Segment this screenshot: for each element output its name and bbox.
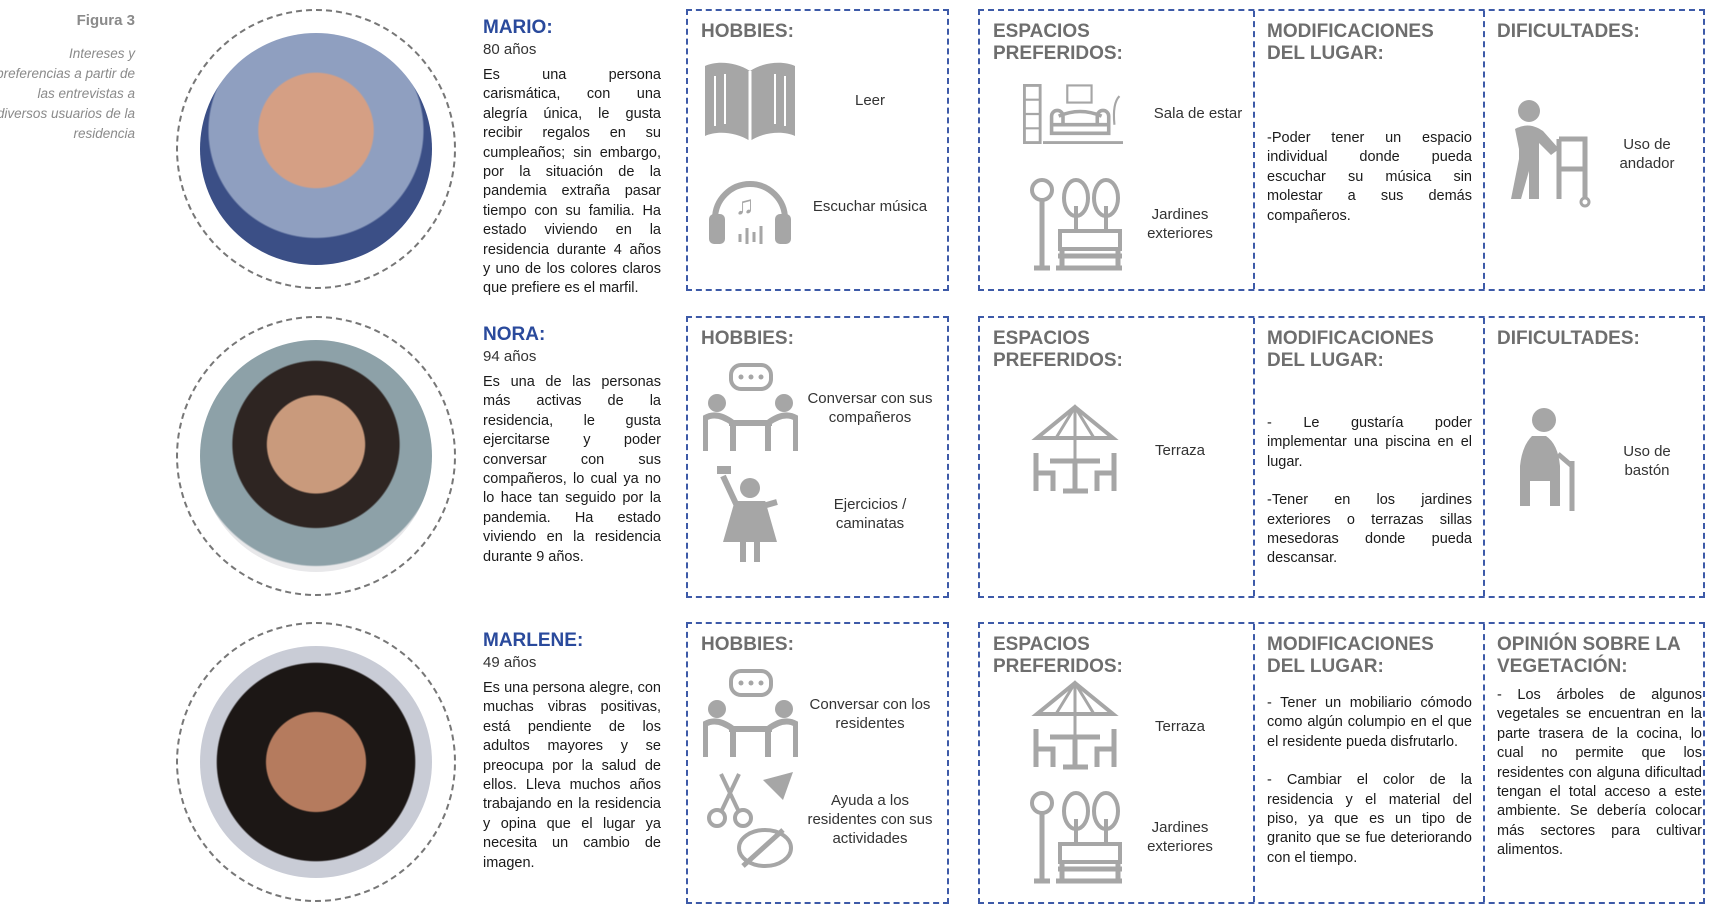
hobby-label: Ejercicios / caminatas	[833, 495, 907, 532]
details-panel: ESPACIOS PREFERIDOS: MODIFICACIONES DEL …	[978, 622, 1705, 904]
difficulty-item: Uso de bastón	[1502, 407, 1692, 511]
modifications-text: - Le gustaría poder implementar una pisc…	[1267, 414, 1472, 588]
photo-frame	[176, 316, 456, 596]
crafts-icon	[700, 771, 800, 868]
book-icon	[700, 53, 800, 148]
modification-item: -Tener en los jardines exteriores o terr…	[1267, 492, 1472, 567]
difficulties-heading: DIFICULTADES:	[1497, 328, 1640, 349]
difficulty-label: Uso de andador	[1619, 135, 1675, 172]
resident-age: 80 años	[483, 41, 537, 58]
space-label: Jardines exteriores	[1147, 818, 1213, 855]
spaces-heading: ESPACIOS PREFERIDOS:	[993, 634, 1123, 677]
resident-age: 49 años	[483, 654, 537, 671]
modifications-heading: MODIFICACIONES DEL LUGAR:	[1267, 328, 1434, 371]
modifications-text: -Poder tener un espacio individual donde…	[1267, 129, 1472, 245]
spaces-heading: ESPACIOS PREFERIDOS:	[993, 328, 1123, 371]
hobbies-heading: HOBBIES:	[701, 328, 794, 349]
resident-age: 94 años	[483, 348, 537, 365]
space-item: Terraza	[1020, 679, 1230, 774]
space-label: Jardines exteriores	[1147, 205, 1213, 242]
difficulty-item: Uso de andador	[1502, 99, 1692, 207]
modification-item: - Tener un mobiliario cómodo como algún …	[1267, 695, 1472, 750]
opinion-heading: OPINIÓN SOBRE LA VEGETACIÓN:	[1497, 634, 1680, 677]
opinion-text: - Los árboles de algunos vegetales se en…	[1497, 687, 1702, 859]
hobby-item: Conversar con los residentes	[700, 666, 940, 761]
resident-description: Es una de las personas más activas de la…	[483, 374, 661, 565]
space-label: Sala de estar	[1153, 105, 1243, 122]
hobby-label: Leer	[854, 92, 886, 109]
space-label: Terraza	[1154, 718, 1206, 735]
difficulties-heading: DIFICULTADES:	[1497, 21, 1640, 42]
photo-frame	[176, 622, 456, 902]
resident-name: MARLENE:	[483, 630, 584, 651]
resident-name: MARIO:	[483, 17, 553, 38]
hobby-item: Leer	[700, 53, 940, 148]
garden-icon	[1025, 176, 1125, 271]
resident-photo	[200, 33, 432, 265]
resident-row: NORA: 94 años Es una de las personas más a…	[0, 316, 1713, 598]
modification-item: - Le gustaría poder implementar una pisc…	[1267, 415, 1472, 470]
resident-bio: NORA: 94 años Es una de las personas más a…	[483, 324, 661, 567]
modification-item: -Poder tener un espacio individual donde…	[1267, 130, 1472, 224]
figure-description: Intereses y preferencias a partir de las…	[0, 46, 135, 141]
photo-frame	[176, 9, 456, 289]
hobby-label: Ayuda a los residentes con sus actividad…	[807, 792, 933, 847]
hobbies-panel: HOBBIES: Leer ♫ Escuchar música	[686, 9, 949, 291]
space-item: Terraza	[1020, 403, 1230, 498]
hobby-label: Conversar con sus compañeros	[807, 389, 933, 426]
cane-icon	[1502, 407, 1602, 511]
hobby-item: ♫ Escuchar música	[700, 159, 940, 254]
exercise-icon	[700, 465, 800, 562]
resident-description: Es una persona carismática, con una aleg…	[483, 67, 661, 297]
modifications-text: - Tener un mobiliario cómodo como algún …	[1267, 694, 1472, 887]
hobby-label: Escuchar música	[812, 198, 928, 215]
space-item: Jardines exteriores	[1020, 789, 1230, 884]
hobbies-heading: HOBBIES:	[701, 634, 794, 655]
modifications-heading: MODIFICACIONES DEL LUGAR:	[1267, 634, 1434, 677]
resident-row: MARIO: 80 años Es una persona carismática,…	[0, 9, 1713, 296]
hobby-item: Ejercicios / caminatas	[700, 465, 940, 562]
resident-bio: MARLENE: 49 años Es una persona alegre, co…	[483, 630, 661, 873]
resident-name: NORA:	[483, 324, 546, 345]
resident-photo	[200, 340, 432, 572]
hobby-label: Conversar con los residentes	[809, 695, 931, 732]
conversation-icon	[700, 360, 800, 455]
walker-icon	[1502, 99, 1602, 207]
conversation-icon	[700, 666, 800, 761]
terrace-icon	[1025, 679, 1125, 774]
headphones-music-icon: ♫	[700, 159, 800, 254]
figure-title: Figura 3	[76, 12, 135, 29]
svg-text:♫: ♫	[735, 190, 755, 220]
resident-description: Es una persona alegre, con muchas vibras…	[483, 680, 661, 871]
modification-item: - Cambiar el color de la residencia y el…	[1267, 772, 1472, 866]
hobby-item: Ayuda a los residentes con sus actividad…	[700, 771, 940, 868]
space-label: Terraza	[1154, 442, 1206, 459]
details-panel: ESPACIOS PREFERIDOS: MODIFICACIONES DEL …	[978, 316, 1705, 598]
hobby-item: Conversar con sus compañeros	[700, 360, 940, 455]
difficulty-label: Uso de bastón	[1623, 442, 1671, 479]
modifications-heading: MODIFICACIONES DEL LUGAR:	[1267, 21, 1434, 64]
space-item: Sala de estar	[998, 66, 1248, 161]
resident-bio: MARIO: 80 años Es una persona carismática,…	[483, 17, 661, 299]
terrace-icon	[1025, 403, 1125, 498]
resident-photo	[200, 646, 432, 878]
resident-row: MARLENE: 49 años Es una persona alegre, co…	[0, 622, 1713, 904]
space-item: Jardines exteriores	[1020, 176, 1230, 271]
details-panel: ESPACIOS PREFERIDOS: MODIFICACIONES DEL …	[978, 9, 1705, 291]
hobbies-heading: HOBBIES:	[701, 21, 794, 42]
garden-icon	[1025, 789, 1125, 884]
living-room-icon	[1023, 66, 1123, 161]
spaces-heading: ESPACIOS PREFERIDOS:	[993, 21, 1123, 64]
